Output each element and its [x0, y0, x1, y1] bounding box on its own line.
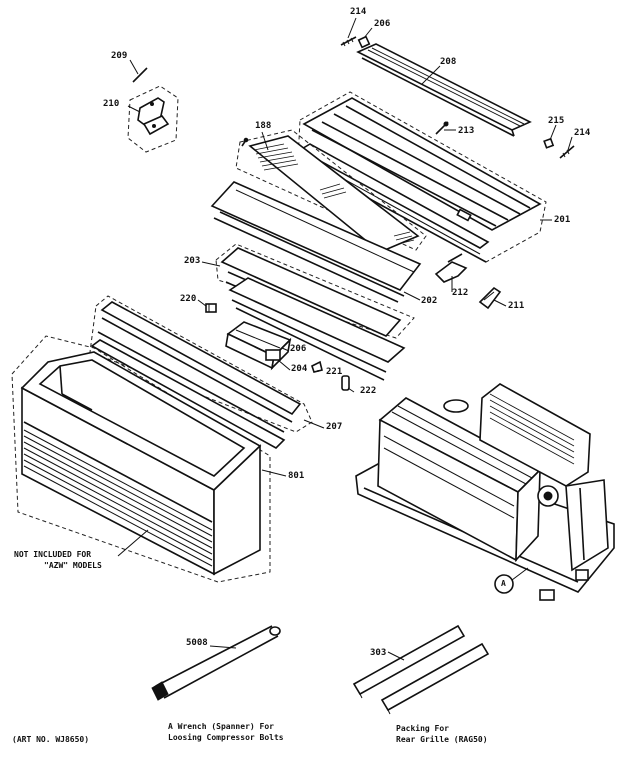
part-212-bracket	[434, 253, 468, 283]
label-210: 210	[103, 99, 120, 109]
part-222-plug	[341, 375, 350, 391]
label-206-mid: 206	[290, 344, 307, 354]
part-221-clip	[311, 360, 323, 373]
part-206-control-box	[225, 321, 292, 371]
grille-hatching	[253, 143, 415, 245]
label-303: 303	[370, 648, 387, 658]
caption-packing-line2: Rear Grille (RAG50)	[396, 735, 488, 744]
chassis-assembly	[355, 383, 615, 601]
part-204-switch	[265, 349, 281, 361]
part-206-clip-top	[357, 35, 371, 49]
part-215-clip	[543, 137, 555, 149]
label-204: 204	[291, 364, 308, 374]
label-188: 188	[255, 121, 272, 131]
label-214-top: 214	[350, 7, 367, 17]
part-202-middle-frame	[210, 181, 422, 303]
coil-fins	[383, 405, 533, 519]
label-213: 213	[458, 126, 475, 136]
part-188-grille-panel	[235, 129, 427, 253]
caption-wrench-line1: A Wrench (Spanner) For	[168, 722, 274, 731]
label-207: 207	[326, 422, 343, 432]
label-220: 220	[180, 294, 197, 304]
part-208-top-rail	[356, 43, 532, 137]
part-207-front-frame	[89, 295, 313, 449]
part-203-inner-frame	[215, 243, 415, 381]
note-not-included-line1: NOT INCLUDED FOR	[14, 550, 92, 559]
part-801-front-cabinet	[11, 335, 271, 583]
label-201: 201	[554, 215, 571, 225]
label-221: 221	[326, 367, 343, 377]
part-214-screw-top	[340, 36, 357, 47]
label-214-right: 214	[574, 128, 591, 138]
part-201-top-housing	[297, 91, 547, 263]
label-212: 212	[452, 288, 469, 298]
part-213-screw	[435, 121, 449, 135]
part-211-bracket	[478, 286, 502, 310]
front-louvers	[23, 429, 213, 567]
label-211: 211	[508, 301, 525, 311]
label-208: 208	[440, 57, 457, 67]
label-206-top: 206	[374, 19, 391, 29]
label-222: 222	[360, 386, 377, 396]
label-801: 801	[288, 471, 305, 481]
part-303-packing-strips	[352, 624, 490, 715]
fan-blades	[489, 393, 575, 465]
caption-packing-line1: Packing For	[396, 724, 449, 733]
label-215: 215	[548, 116, 565, 126]
part-220-clip	[205, 303, 217, 313]
leader-lines	[117, 17, 573, 661]
art-number: (ART NO. WJ8650)	[12, 735, 90, 744]
label-209: 209	[111, 51, 128, 61]
part-214-screw-right	[559, 145, 575, 159]
caption-wrench-line2: Loosing Compressor Bolts	[168, 733, 284, 742]
label-reference-a: A	[501, 579, 506, 588]
part-5008-wrench	[151, 625, 281, 701]
label-5008: 5008	[186, 638, 208, 648]
label-203: 203	[184, 256, 201, 266]
part-209-pin	[132, 67, 148, 83]
note-not-included-line2: "AZW" MODELS	[44, 561, 102, 570]
part-210-bracket	[127, 85, 179, 153]
label-202: 202	[421, 296, 438, 306]
